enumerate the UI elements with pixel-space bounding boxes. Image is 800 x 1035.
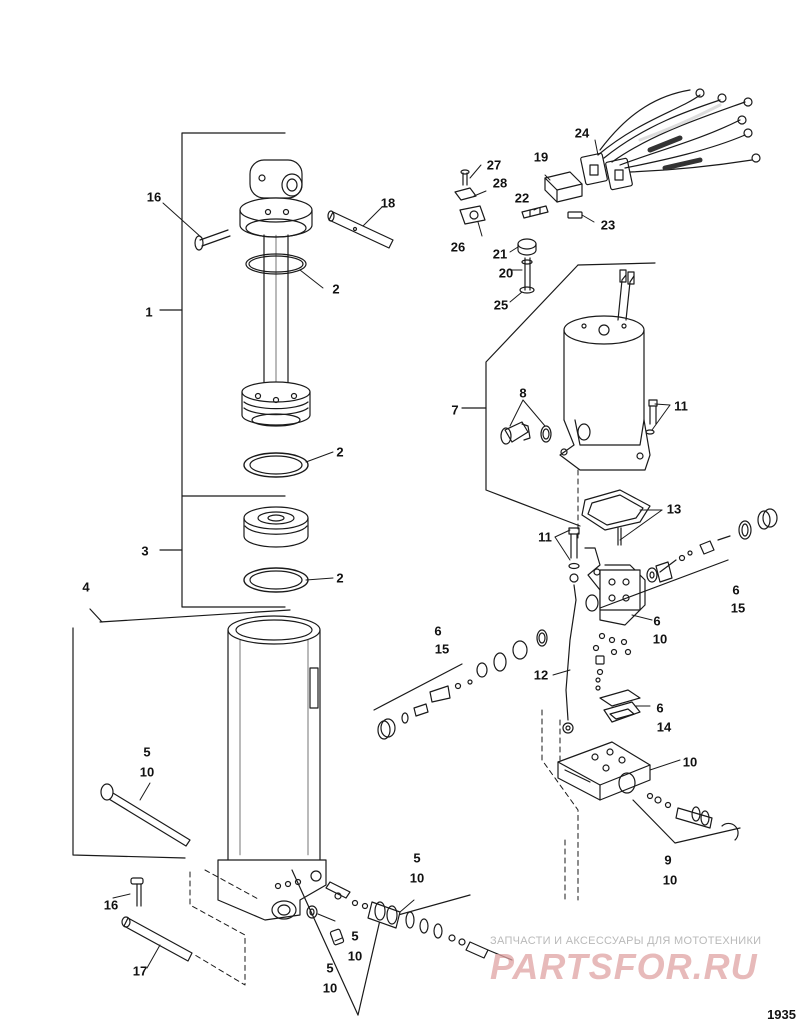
callout-13: 13: [666, 501, 682, 517]
long-bolt-5: [101, 784, 190, 846]
relay-19: [545, 172, 582, 202]
callout-10-valve-c: 10: [409, 870, 425, 886]
bracket-valve-5-10: [292, 870, 470, 1015]
callout-9: 9: [664, 852, 672, 868]
filter-gasket-14: [600, 690, 640, 722]
callout-5-valve-b: 5: [326, 960, 334, 976]
callout-10-long-bolt: 10: [139, 764, 155, 780]
clip-28: [455, 188, 476, 200]
fill-plug-8: [501, 422, 551, 444]
watermark-tagline: ЗАПЧАСТИ И АКСЕССУАРЫ ДЛЯ МОТОТЕХНИКИ: [490, 935, 762, 947]
callout-14: 14: [656, 719, 672, 735]
callout-6-valve-body: 6: [653, 613, 661, 629]
callout-10-pump-base: 10: [682, 754, 698, 770]
bracket-6-15-right: [600, 560, 728, 608]
valve-parts-right-6-15: [647, 509, 777, 582]
pin-18: [328, 211, 393, 248]
trim-cylinder-body: [218, 616, 326, 920]
callout-22: 22: [514, 190, 530, 206]
fuse-22: [522, 206, 548, 218]
bracket-9-10: [633, 800, 740, 843]
figure-number: 1935: [767, 1007, 796, 1022]
callout-5-valve-c: 5: [413, 850, 421, 866]
callout-11-lower: 11: [538, 529, 552, 545]
callout-2-lower: 2: [336, 570, 344, 586]
callout-10-valve-b: 10: [322, 980, 338, 996]
projection-lines-lower-left: [190, 870, 260, 985]
pump-base: [558, 742, 650, 800]
valve-parts-9-10: [648, 794, 739, 841]
small-check-parts: [594, 634, 631, 691]
callout-6-filter: 6: [656, 700, 664, 716]
bracket-assembly-1-3: [160, 133, 285, 607]
projection-lines-right: [542, 470, 578, 900]
clevis-pin-16-upper: [195, 230, 230, 250]
ground-strap-12: [563, 574, 578, 733]
piston-rod-assembly: [240, 160, 312, 426]
seal-ring-lower: [244, 568, 308, 592]
screw-27: [461, 170, 469, 185]
bracket-assembly-4: [73, 609, 290, 858]
bracket-6-15-left: [374, 664, 462, 710]
leader-lines: [113, 140, 680, 968]
bracket-motor-7: [462, 263, 655, 526]
callout-18: 18: [380, 195, 396, 211]
callout-16-lower: 16: [103, 897, 119, 913]
callout-10-valve-9: 10: [662, 872, 678, 888]
gasket-13: [582, 490, 650, 545]
callout-12: 12: [533, 667, 549, 683]
callout-19: 19: [533, 149, 549, 165]
pump-motor: [560, 270, 650, 470]
callout-2-upper: 2: [332, 281, 340, 297]
valve-parts-left-6-15: [378, 630, 547, 739]
callout-25: 25: [493, 297, 509, 313]
callout-3: 3: [141, 543, 149, 559]
callout-20: 20: [498, 265, 514, 281]
callout-2-middle: 2: [336, 444, 344, 460]
callout-7: 7: [451, 402, 459, 418]
callout-10-valve-body: 10: [652, 631, 668, 647]
callout-27: 27: [486, 157, 502, 173]
stud-20-25: [520, 258, 534, 293]
callout-6-left: 6: [434, 623, 442, 639]
callout-10-valve-a: 10: [347, 948, 363, 964]
nut-21: [518, 239, 536, 255]
callout-21: 21: [492, 246, 508, 262]
seal-ring-middle: [244, 453, 308, 477]
callout-15-left: 15: [434, 641, 450, 657]
callout-5-valve-a: 5: [351, 928, 359, 944]
pin-17: [122, 917, 192, 961]
callout-16-upper: 16: [146, 189, 162, 205]
valve-body: [585, 548, 645, 625]
callout-8: 8: [519, 385, 527, 401]
callout-4: 4: [82, 579, 90, 595]
clamp-26: [460, 206, 485, 224]
screw-11-upper: [646, 400, 657, 434]
callout-28: 28: [492, 175, 508, 191]
callout-1: 1: [145, 304, 153, 320]
piston-3: [244, 507, 308, 547]
callout-15-right: 15: [730, 600, 746, 616]
watermark-logo: PARTSFOR.RU: [490, 946, 758, 987]
callout-23: 23: [600, 217, 616, 233]
clevis-pin-16-lower: [131, 878, 143, 906]
callout-26: 26: [450, 239, 466, 255]
callout-24: 24: [574, 125, 590, 141]
fuse-23: [568, 212, 582, 218]
lower-valve-components: [307, 882, 512, 960]
o-ring-upper: [246, 254, 306, 274]
callout-11-upper: 11: [674, 398, 688, 414]
callout-17: 17: [132, 963, 148, 979]
wiring-harness-24: [580, 89, 760, 190]
callout-6-right: 6: [732, 582, 740, 598]
callout-5-long-bolt: 5: [143, 744, 151, 760]
